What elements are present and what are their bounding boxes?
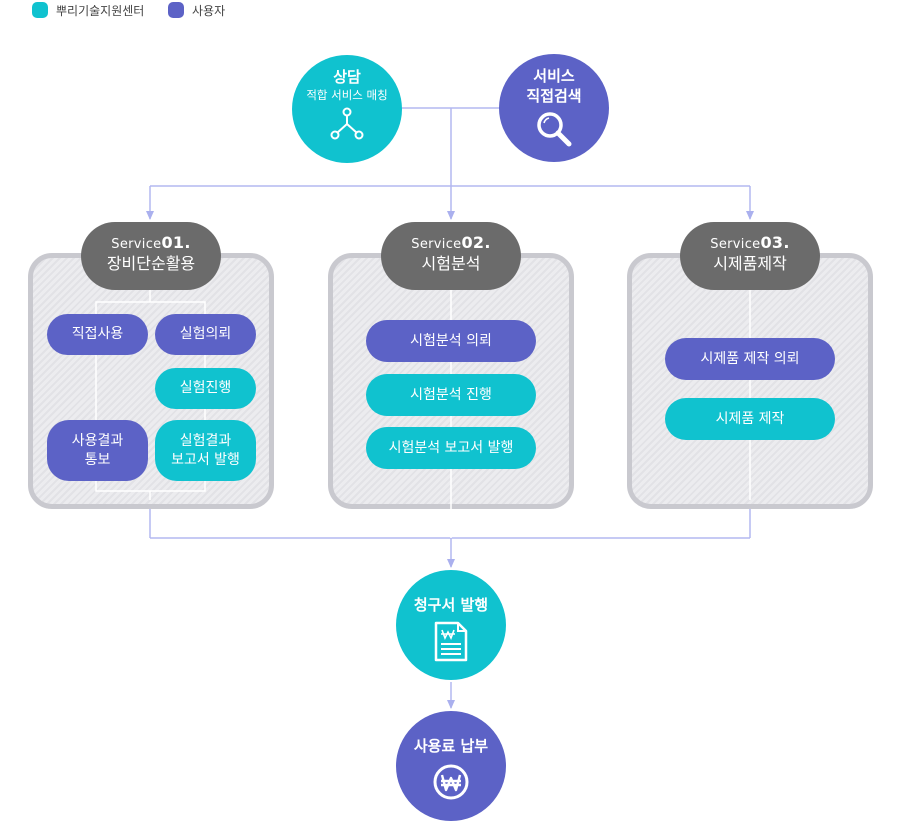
service3-name: 시제품제작 (713, 254, 787, 273)
service2-header: Service02. 시험분석 (381, 222, 521, 290)
step-prototype-request: 시제품 제작 의뢰 (665, 338, 835, 380)
service2-code: Service02. (411, 233, 491, 253)
legend-user-swatch (168, 2, 184, 18)
search-title-line2: 직접검색 (526, 87, 582, 105)
step-analysis-progress: 시험분석 진행 (366, 374, 536, 416)
service1-name: 장비단순활용 (106, 254, 196, 273)
consult-circle: 상담 적합 서비스 매칭 (292, 55, 402, 163)
step-experiment-request: 실험의뢰 (155, 314, 256, 355)
legend-user: 사용자 (168, 0, 225, 20)
magnifier-icon (537, 112, 572, 147)
invoice-circle: 청구서 발행 (396, 570, 506, 680)
service3-header: Service03. 시제품제작 (680, 222, 820, 290)
search-title-line1: 서비스 (533, 67, 575, 85)
service2-name: 시험분석 (421, 254, 481, 273)
payment-title: 사용료 납부 (413, 737, 489, 755)
consult-subtitle: 적합 서비스 매칭 (306, 88, 388, 102)
step-experiment-report: 실험결과 보고서 발행 (155, 420, 256, 481)
invoice-title: 청구서 발행 (413, 596, 489, 614)
search-circle: 서비스 직접검색 (499, 54, 609, 162)
step-analysis-request: 시험분석 의뢰 (366, 320, 536, 362)
won-coin-icon (433, 764, 469, 800)
legend-user-label: 사용자 (192, 3, 226, 18)
invoice-document-icon (434, 621, 468, 662)
step-direct-use: 직접사용 (47, 314, 148, 355)
legend-center-swatch (32, 2, 48, 18)
step-analysis-report: 시험분석 보고서 발행 (366, 427, 536, 469)
service3-code: Service03. (710, 233, 790, 253)
service1-code: Service01. (111, 233, 191, 253)
share-nodes-icon (330, 107, 364, 140)
legend-center: 뿌리기술지원센터 (32, 0, 144, 20)
legend-center-label: 뿌리기술지원센터 (56, 3, 145, 18)
step-experiment-progress: 실험진행 (155, 368, 256, 409)
step-prototype-production: 시제품 제작 (665, 398, 835, 440)
consult-title: 상담 (333, 68, 361, 86)
service1-header: Service01. 장비단순활용 (81, 222, 221, 290)
step-usage-result-notice: 사용결과 통보 (47, 420, 148, 481)
payment-circle: 사용료 납부 (396, 711, 506, 821)
